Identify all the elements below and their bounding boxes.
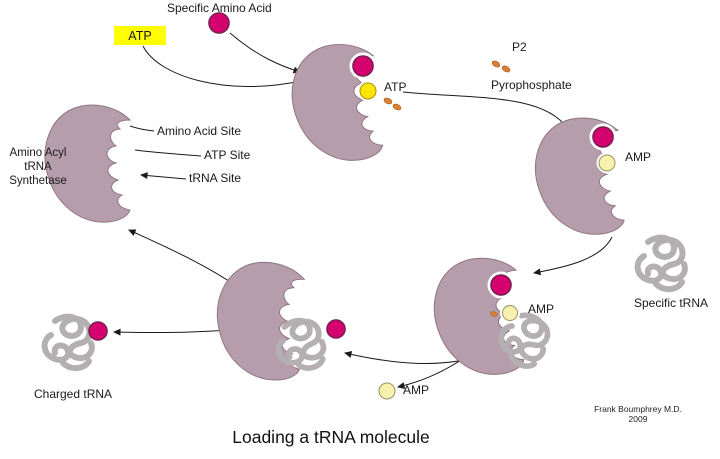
label-atp-site: ATP Site bbox=[204, 148, 251, 162]
atp-box-label: ATP bbox=[128, 28, 152, 43]
pointer-amino-acid-site bbox=[129, 125, 155, 132]
pointer-atp-site bbox=[134, 149, 202, 157]
label-pyrophosphate: Pyrophosphate bbox=[491, 78, 572, 92]
credit: Frank Boumphrey M.D. 2009 bbox=[583, 404, 693, 424]
pyrophosphate-dot bbox=[491, 60, 501, 68]
label-synthetase: Amino Acyl tRNA Synthetase bbox=[0, 146, 76, 188]
pointer-trna-site bbox=[140, 172, 187, 180]
amp-ball-released bbox=[378, 382, 396, 400]
site-pointer-lines bbox=[129, 125, 202, 180]
specific-trna-molecule bbox=[638, 238, 685, 289]
amino-acid-balls bbox=[88, 12, 614, 341]
arrow-enzyme-atp-to-enzyme-amp bbox=[402, 91, 568, 129]
label-specific-amino-acid: Specific Amino Acid bbox=[167, 1, 272, 15]
synthetase-line-2: tRNA bbox=[24, 161, 52, 173]
amp-ball-right bbox=[598, 154, 616, 172]
label-amp-released: AMP bbox=[403, 383, 430, 397]
label-amp-right: AMP bbox=[625, 150, 652, 164]
label-atp-bound: ATP bbox=[384, 80, 407, 94]
amino-acid-on-enzyme-bottom bbox=[490, 274, 512, 296]
credit-year: 2009 bbox=[628, 414, 648, 424]
phosphate-dot bbox=[392, 103, 402, 111]
diagram-title: Loading a tRNA molecule bbox=[232, 427, 430, 447]
phosphate-dots bbox=[383, 60, 511, 317]
credit-author: Frank Boumphrey M.D. bbox=[594, 404, 682, 414]
phosphate-dot bbox=[383, 97, 393, 105]
label-amino-acid-site: Amino Acid Site bbox=[157, 124, 242, 138]
amino-acid-on-enzyme-top bbox=[352, 55, 374, 77]
amino-acid-leaving-enzyme bbox=[326, 319, 346, 339]
arrow-charged-trna-release bbox=[113, 328, 228, 336]
label-amp-bottom: AMP bbox=[528, 302, 555, 316]
arrow-enzyme-recycle bbox=[128, 229, 242, 290]
atp-highlight-box: ATP bbox=[114, 26, 166, 45]
label-specific-trna: Specific tRNA bbox=[634, 296, 709, 310]
label-charged-trna: Charged tRNA bbox=[34, 387, 113, 401]
label-trna-site: tRNA Site bbox=[189, 171, 242, 185]
phosphate-dot-near-amp bbox=[490, 311, 498, 317]
amino-acid-on-enzyme-right bbox=[592, 126, 614, 148]
pyrophosphate-dot bbox=[501, 65, 511, 73]
synthetase-line-3: Synthetase bbox=[9, 175, 67, 187]
amino-acid-on-charged-trna bbox=[88, 321, 108, 341]
arrow-enzyme-amp-to-trna-binding bbox=[533, 236, 613, 276]
arrow-amino-acid-to-enzyme bbox=[229, 32, 301, 74]
synthetase-line-1: Amino Acyl bbox=[9, 147, 67, 159]
label-p2: P2 bbox=[512, 40, 527, 54]
free-amino-acid-ball bbox=[208, 12, 230, 34]
amp-balls bbox=[378, 154, 616, 400]
arrow-atp-to-enzyme bbox=[142, 45, 302, 87]
amp-ball-bottom bbox=[502, 305, 518, 321]
atp-ball bbox=[359, 82, 377, 100]
charged-trna-molecule bbox=[45, 317, 92, 368]
